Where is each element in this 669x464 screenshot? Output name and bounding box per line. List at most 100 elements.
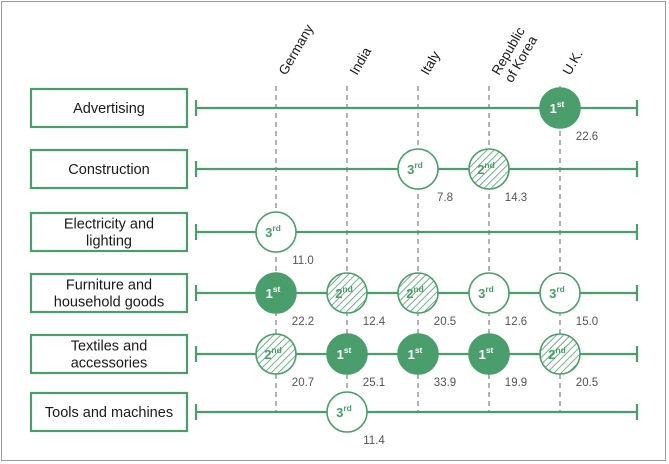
rank-number: 2 (335, 286, 342, 301)
value-label: 15.0 (576, 316, 598, 328)
rank-circle (468, 333, 510, 375)
column-header-line: Italy (418, 48, 443, 77)
rank-marker: 2nd 14.3 (468, 148, 527, 204)
row-label-line: Electricity and (64, 217, 154, 233)
rank-circle (468, 272, 510, 314)
rank-suffix: rd (556, 284, 565, 294)
value-label: 25.1 (363, 377, 385, 389)
rank-marker: 3rd 15.0 (539, 272, 598, 328)
rank-label: 2nd (548, 345, 566, 362)
rank-circle (539, 333, 581, 375)
value-label: 20.7 (292, 377, 314, 389)
row-label-box (29, 272, 189, 314)
column-header-0: Germany (276, 22, 317, 78)
value-label: 33.9 (434, 377, 456, 389)
rank-label: 1st (550, 99, 565, 116)
rank-suffix: rd (485, 284, 494, 294)
row-label-box (29, 87, 189, 129)
value-label: 14.3 (505, 192, 527, 204)
rank-marker: 1st 33.9 (397, 333, 456, 389)
chart-row: Tools and machines (29, 391, 639, 433)
rank-marker: 1st 25.1 (326, 333, 385, 389)
rank-suffix: nd (484, 160, 494, 170)
rank-circle (397, 148, 439, 190)
rank-label: 2nd (406, 284, 424, 301)
rank-label: 2nd (335, 284, 353, 301)
rank-circle (255, 211, 297, 253)
row-label: Construction (68, 162, 149, 178)
row-label-line: Construction (68, 162, 149, 178)
row-label-line: household goods (54, 295, 164, 311)
rank-suffix: st (415, 345, 423, 355)
chart-row: Construction (29, 148, 639, 190)
rank-number: 1 (550, 101, 557, 116)
rank-marker: 2nd 20.5 (539, 333, 598, 389)
row-label-line: Advertising (73, 101, 145, 117)
column-header-4: U.K. (560, 47, 586, 77)
value-label: 22.2 (292, 316, 314, 328)
rank-circle (397, 272, 439, 314)
column-header-2: Italy (418, 48, 443, 77)
rank-label: 3rd (336, 403, 352, 420)
rank-number: 2 (548, 347, 555, 362)
rank-label: 2nd (477, 160, 495, 177)
rank-number: 2 (406, 286, 413, 301)
row-label-box (29, 391, 189, 433)
rank-circle (255, 272, 297, 314)
rank-marker: 3rd 7.8 (397, 148, 453, 204)
rank-label: 3rd (265, 223, 281, 240)
row-label-line: Textiles and (71, 339, 148, 355)
rank-label: 1st (266, 284, 281, 301)
rank-circle (326, 333, 368, 375)
row-label-line: Tools and machines (45, 405, 173, 421)
value-label: 20.5 (576, 377, 598, 389)
rank-suffix: nd (413, 284, 423, 294)
rank-circle (255, 333, 297, 375)
value-label: 20.5 (434, 316, 456, 328)
row-label-line: Furniture and (66, 278, 152, 294)
chart-row: Advertising (29, 87, 639, 129)
rank-marker: 1st 22.2 (255, 272, 314, 328)
rank-marker: 1st 22.6 (539, 87, 598, 143)
column-header-line: Germany (276, 22, 317, 78)
rank-label: 1st (408, 345, 423, 362)
rank-label: 3rd (478, 284, 494, 301)
column-header-line: India (347, 44, 375, 77)
row-label: Tools and machines (45, 405, 173, 421)
rank-label: 1st (337, 345, 352, 362)
rank-circle (397, 333, 439, 375)
rank-number: 1 (266, 286, 273, 301)
row-label-box (29, 211, 189, 253)
value-label: 22.6 (576, 131, 598, 143)
rank-marker: 3rd 11.4 (326, 391, 385, 447)
rank-suffix: nd (342, 284, 352, 294)
rank-circle (326, 272, 368, 314)
rank-suffix: rd (272, 223, 281, 233)
value-label: 12.4 (363, 316, 386, 328)
rank-suffix: st (273, 284, 281, 294)
rank-circle (539, 272, 581, 314)
rank-number: 3 (407, 162, 414, 177)
rank-label: 3rd (407, 160, 423, 177)
rank-number: 1 (408, 347, 415, 362)
column-header-line: U.K. (560, 47, 586, 77)
rank-number: 3 (478, 286, 485, 301)
value-label: 19.9 (505, 377, 527, 389)
column-header-3: Republicof Korea (489, 24, 541, 85)
rank-suffix: rd (414, 160, 423, 170)
rank-suffix: nd (555, 345, 565, 355)
value-label: 7.8 (437, 192, 453, 204)
rank-marker: 2nd 20.5 (397, 272, 456, 328)
rank-number: 2 (477, 162, 484, 177)
rank-label: 3rd (549, 284, 565, 301)
row-label: Advertising (73, 101, 145, 117)
rank-marker: 2nd 12.4 (326, 272, 386, 328)
rank-suffix: st (486, 345, 494, 355)
value-label: 11.4 (363, 435, 385, 447)
row-label-line: accessories (71, 356, 148, 372)
